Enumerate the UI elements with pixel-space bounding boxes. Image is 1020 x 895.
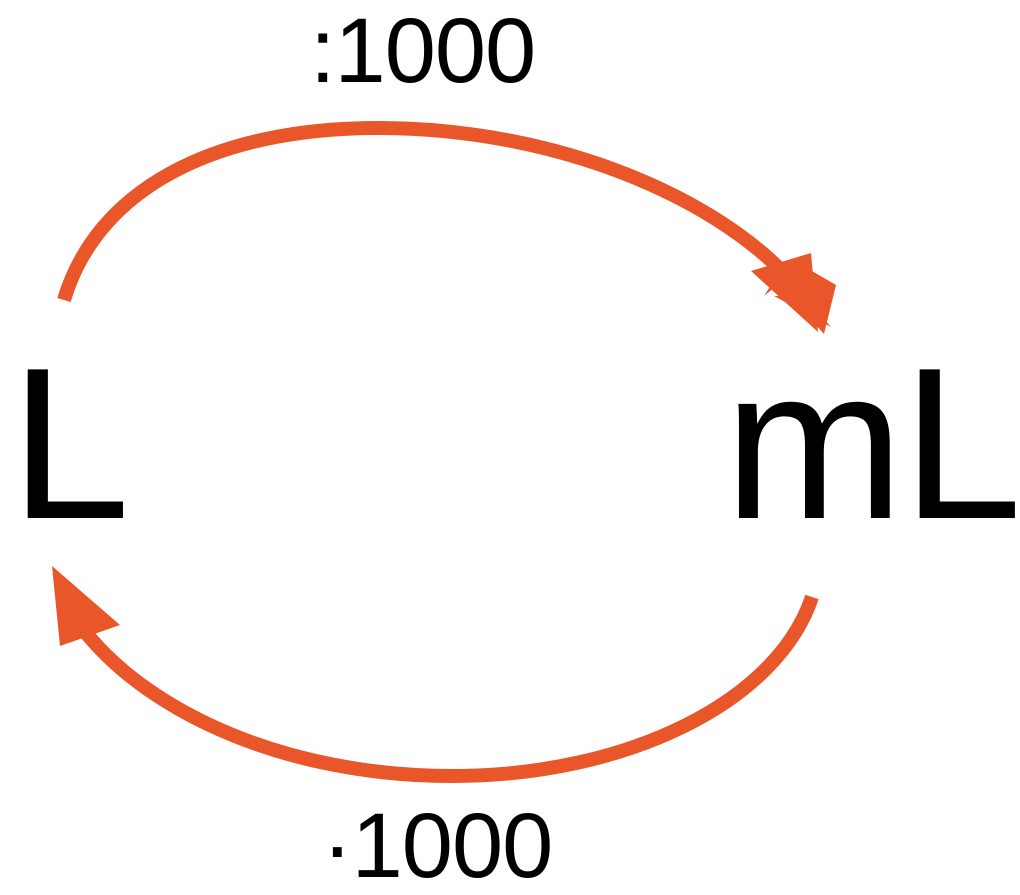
unit-label-liter: L <box>10 322 130 564</box>
bottom-arrow <box>52 566 819 784</box>
top-arrow-shaft <box>57 120 798 302</box>
top-arrow <box>57 120 836 334</box>
top-arrow-head-triangle <box>751 253 818 332</box>
divide-factor-label: :1000 <box>310 0 536 102</box>
bottom-arrow-shaft <box>80 594 819 784</box>
unit-label-milliliter: mL <box>724 322 1020 564</box>
bottom-arrow-head-triangle <box>52 566 120 646</box>
multiply-factor-label: ·1000 <box>322 795 553 895</box>
